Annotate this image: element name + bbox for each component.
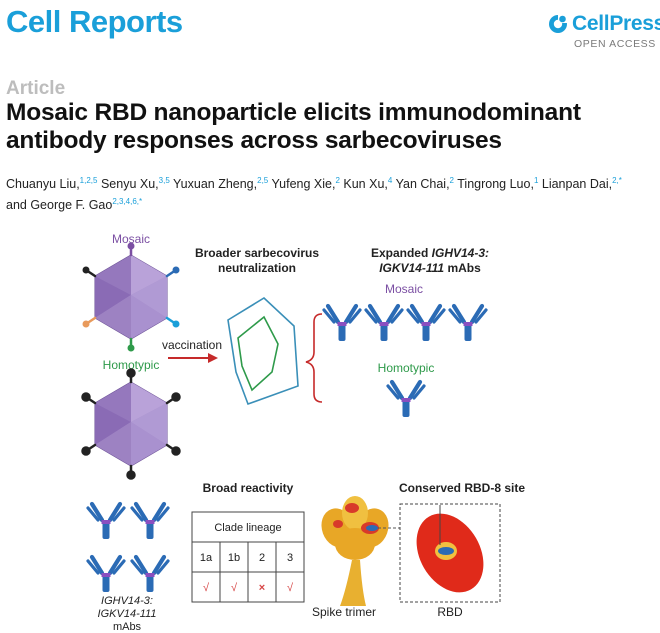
conserved-label: Conserved RBD-8 site (399, 481, 525, 495)
author: and George F. Gao2,3,4,6,* (6, 197, 143, 213)
rbd-label: RBD (437, 605, 463, 619)
table-col: 3 (287, 552, 293, 564)
author-list: Chuanyu Liu,1,2,5 Senyu Xu,3,5 Yuxuan Zh… (6, 172, 656, 214)
table-header: Clade lineage (214, 522, 281, 534)
author: Yufeng Xie,2 (271, 176, 340, 192)
open-access-label: OPEN ACCESS (574, 38, 656, 50)
table-col: 1b (228, 552, 240, 564)
vaccination-label: vaccination (162, 338, 222, 352)
author: Senyu Xu,3,5 (100, 176, 170, 192)
spike-trimer (321, 496, 389, 606)
journal-title: Cell Reports (6, 4, 183, 39)
article-type: Article (6, 78, 66, 99)
cellpress-logo-icon (549, 14, 568, 33)
homotypic-antibody (388, 382, 424, 417)
author: Chuanyu Liu,1,2,5 (6, 176, 98, 192)
homotypic-mabs-label: Homotypic (378, 361, 435, 375)
expanded-label-2: IGKV14-111 mAbs (379, 261, 481, 275)
rbd-box (399, 503, 501, 603)
broader-label-1: Broader sarbecovirus (195, 246, 319, 260)
cross-mark: × (259, 582, 265, 594)
expanded-label-1: Expanded IGHV14-3: (371, 246, 489, 260)
author: Lianpan Dai,2,* (541, 176, 622, 192)
clade-table: Clade lineage 1a 1b 2 3 √ √ × √ (191, 511, 305, 603)
mab-group (88, 504, 168, 592)
author: Yuxuan Zheng,2,5 (173, 176, 269, 192)
table-col: 1a (200, 552, 213, 564)
homotypic-label: Homotypic (103, 358, 160, 372)
article-title: Mosaic RBD nanoparticle elicits immunodo… (6, 99, 581, 154)
mabs-label-1: IGHV14-3: (101, 595, 153, 607)
mosaic-mabs-label: Mosaic (385, 282, 423, 296)
check-mark: √ (287, 582, 294, 594)
mabs-label-3: mAbs (113, 621, 142, 633)
table-col: 2 (259, 552, 265, 564)
author: Tingrong Luo,1 (457, 176, 539, 192)
bracket (305, 313, 323, 403)
mosaic-antibodies (324, 306, 486, 341)
broad-reactivity-label: Broad reactivity (203, 481, 294, 495)
mabs-label-2: IGKV14-111 (98, 608, 157, 620)
neutralization-polygons (227, 297, 299, 406)
broader-label-2: neutralization (218, 261, 296, 275)
author: Kun Xu,4 (343, 176, 393, 192)
homotypic-nanoparticle (81, 368, 181, 480)
author: Yan Chai,2 (395, 176, 454, 192)
check-mark: √ (231, 582, 238, 594)
vaccination-arrow (168, 353, 218, 363)
mosaic-label: Mosaic (112, 232, 150, 246)
mosaic-nanoparticle (82, 242, 180, 352)
spike-label: Spike trimer (312, 605, 376, 619)
publisher-name: CellPress (572, 12, 660, 35)
check-mark: √ (203, 582, 210, 594)
